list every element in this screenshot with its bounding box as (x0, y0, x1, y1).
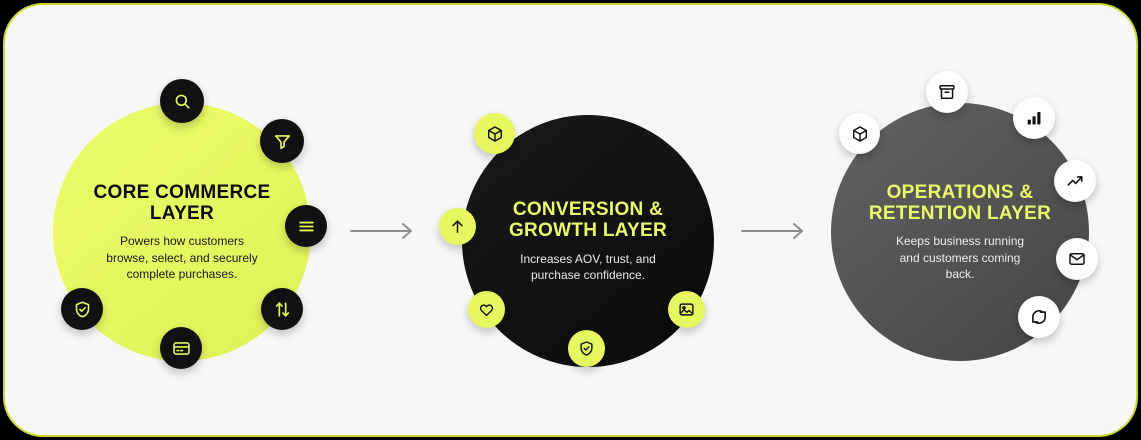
bubble-archive[interactable] (926, 71, 968, 113)
arrow-1 (349, 220, 417, 242)
menu-hamburger-icon (297, 217, 316, 236)
bubble-sort[interactable] (261, 288, 303, 330)
bubble-security[interactable] (61, 288, 103, 330)
sort-arrows-icon (273, 300, 292, 319)
bubble-filter[interactable] (260, 119, 304, 163)
bubble-trust[interactable] (568, 330, 605, 367)
mail-envelope-icon (1068, 250, 1086, 268)
node-description: Keeps business running and customers com… (895, 234, 1025, 281)
image-photo-icon (678, 301, 695, 318)
node-conversion-growth-layer[interactable]: CONVERSION & GROWTH LAYER Increases AOV,… (462, 115, 714, 367)
node-description: Increases AOV, trust, and purchase confi… (520, 251, 656, 282)
bar-chart-icon (1025, 109, 1043, 127)
filter-funnel-icon (273, 132, 292, 151)
refresh-cycle-icon (1030, 308, 1048, 326)
node-title: OPERATIONS & RETENTION LAYER (868, 181, 1052, 225)
bubble-upsell[interactable] (439, 208, 476, 245)
bubble-analytics[interactable] (1013, 97, 1055, 139)
bubble-retention[interactable] (1018, 296, 1060, 338)
archive-box-icon (938, 83, 956, 101)
bubble-inventory[interactable] (839, 113, 880, 154)
bubble-search[interactable] (160, 79, 204, 123)
bubble-email[interactable] (1056, 238, 1098, 280)
trending-up-icon (1066, 172, 1084, 190)
diagram-card: CORE COMMERCE LAYER Powers how customers… (3, 3, 1138, 437)
shield-check-icon (73, 300, 92, 319)
heart-icon (478, 301, 495, 318)
shield-check-icon (578, 340, 595, 357)
bubble-menu[interactable] (285, 205, 327, 247)
arrow-up-icon (449, 218, 466, 235)
package-box-icon (486, 125, 504, 143)
bubble-growth[interactable] (1054, 160, 1096, 202)
search-icon (173, 92, 192, 111)
node-title: CONVERSION & GROWTH LAYER (508, 199, 668, 242)
node-title: CORE COMMERCE LAYER (93, 181, 271, 225)
bubble-wishlist[interactable] (468, 291, 505, 328)
bubble-product[interactable] (474, 113, 515, 154)
package-box-icon (851, 125, 869, 143)
bubble-media[interactable] (668, 291, 705, 328)
arrow-2 (740, 220, 808, 242)
bubble-payment[interactable] (160, 327, 202, 369)
credit-card-icon (172, 339, 191, 358)
node-description: Powers how customers browse, select, and… (106, 234, 258, 281)
diagram-stage: CORE COMMERCE LAYER Powers how customers… (5, 5, 1136, 435)
